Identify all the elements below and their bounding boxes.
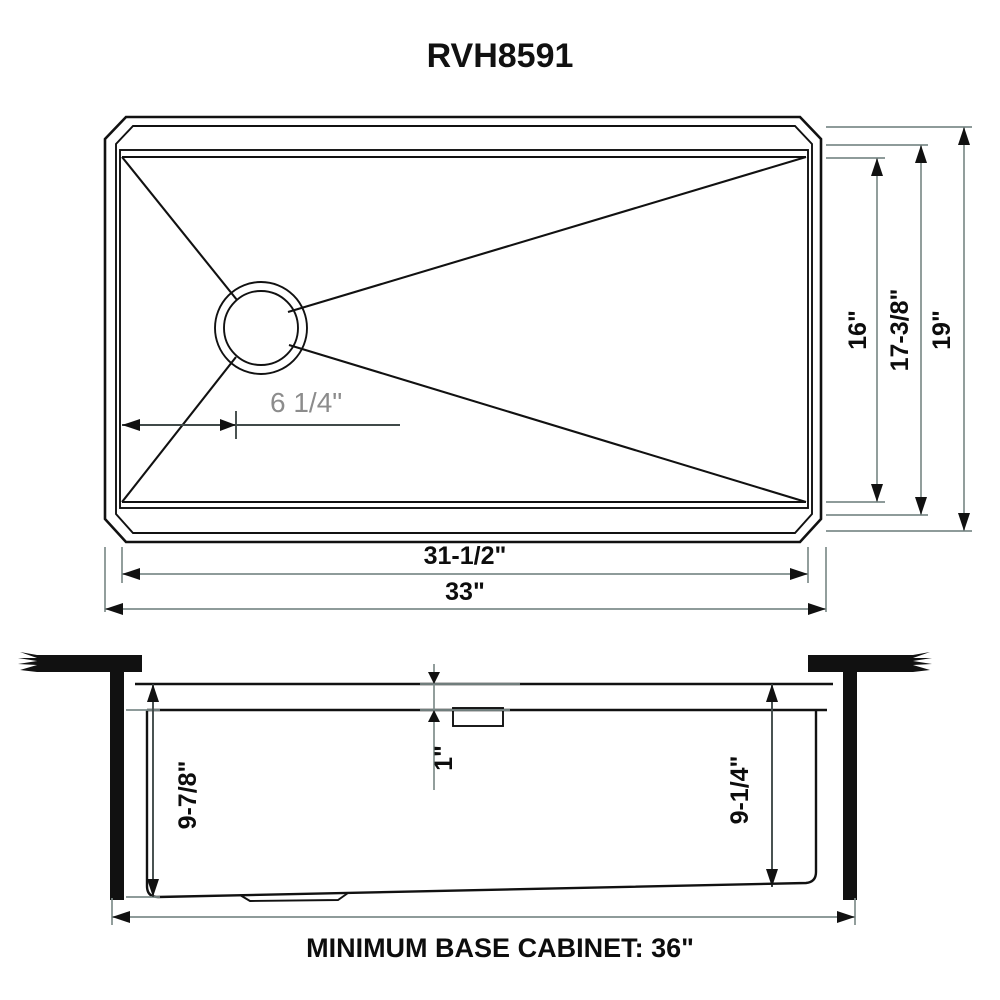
outer-width-label: 33" (445, 578, 485, 606)
cabinet-right (808, 652, 932, 900)
sink-rim-inner-outline (115, 125, 813, 534)
left-depth-label: 9-7/8" (174, 761, 202, 830)
drain-offset-dimension: 6 1/4" (122, 387, 400, 439)
sink-section-view: 1" 9-7/8" 9-1/4" (18, 652, 932, 925)
sink-basin-floor-edges (122, 156, 806, 503)
outer-depth-label: 19" (928, 310, 956, 350)
sink-top-view: 6 1/4" 16" 17-3/8" 19" (103, 115, 972, 615)
rim-drop-label: 1" (430, 745, 458, 771)
sink-outer-outline (103, 115, 823, 544)
top-view-vertical-dimensions: 16" 17-3/8" 19" (826, 126, 972, 532)
minimum-base-cabinet-caption: MINIMUM BASE CABINET: 36" (306, 933, 694, 963)
rim-ledge-notch (452, 707, 504, 727)
page-title: RVH8591 (427, 37, 574, 75)
inner-depth-label: 16" (844, 310, 872, 350)
top-view-horizontal-dimensions: 31-1/2" 33" (104, 542, 827, 615)
right-depth-dimension: 9-1/4" (726, 684, 778, 887)
drain-bump (239, 892, 349, 902)
sink-basin-opening (119, 149, 809, 509)
right-depth-label: 9-1/4" (726, 756, 754, 825)
rim-drop-dimension: 1" (420, 664, 520, 790)
drain-offset-label: 6 1/4" (270, 387, 342, 418)
left-depth-dimension: 9-7/8" (126, 684, 202, 898)
mid-depth-label: 17-3/8" (886, 289, 914, 372)
cabinet-left (18, 652, 142, 900)
base-cabinet-dimension (111, 898, 856, 925)
inner-width-label: 31-1/2" (424, 542, 507, 570)
sink-basin-profile (145, 710, 818, 899)
drain-outer-ring (214, 281, 308, 375)
drain-inner-ring (223, 290, 299, 366)
sink-slope-lines (121, 155, 807, 504)
